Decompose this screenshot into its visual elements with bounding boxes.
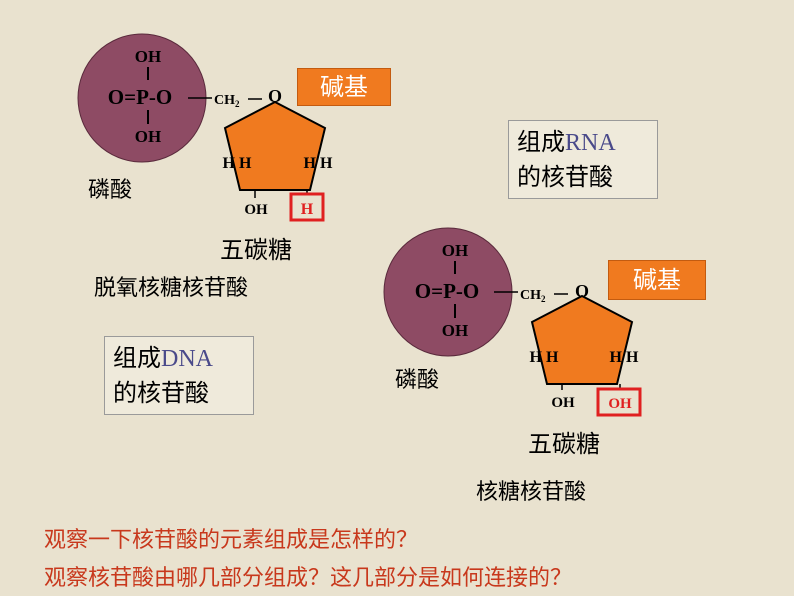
- left-base-box: 碱基: [297, 68, 391, 106]
- right-nucleotide: OH O=P-O OH CH2 O H H H H OH OH: [383, 227, 642, 417]
- left-dna-box-line2: 的核苷酸: [113, 379, 209, 407]
- left-sugar-ch2: CH2: [214, 93, 240, 109]
- left-sugar-label: 五碳糖: [220, 236, 292, 264]
- left-sugar-ring: [223, 100, 327, 191]
- question-2: 观察核苷酸由哪几部分组成？这几部分是如何连接的？: [44, 566, 573, 591]
- left-ring-oxygen: O: [268, 86, 282, 106]
- left-nucleotide-name: 脱氧核糖核苷酸: [94, 276, 249, 301]
- right-rna-box: 组成RNA 的核苷酸: [508, 120, 658, 199]
- right-nucleotide-name: 核糖核苷酸: [476, 480, 587, 505]
- right-highlight-text: OH: [608, 396, 632, 412]
- right-phosphate-oh-bottom: OH: [442, 321, 468, 340]
- right-highlight-box: [596, 387, 642, 417]
- left-phosphate-main: O=P-O: [108, 85, 172, 109]
- question-1: 观察一下核苷酸的元素组成是怎样的？: [44, 528, 419, 553]
- right-phosphate-main: O=P-O: [415, 279, 479, 303]
- right-base-box: 碱基: [608, 260, 706, 300]
- right-h-right: H H: [610, 349, 639, 366]
- right-sugar-ring: [530, 294, 634, 385]
- left-dna-box: 组成DNA 的核苷酸: [104, 336, 254, 415]
- right-rna-box-line2: 的核苷酸: [517, 163, 613, 191]
- left-dna-box-line1: 组成DNA: [113, 344, 213, 372]
- left-highlight-box: [289, 192, 325, 222]
- right-phosphate-label: 磷酸: [395, 368, 440, 393]
- left-h-right: H H: [304, 155, 333, 172]
- right-sugar-label: 五碳糖: [528, 430, 600, 458]
- left-phosphate-label: 磷酸: [88, 178, 133, 203]
- left-phosphate-oh-top: OH: [135, 47, 161, 66]
- right-rna-box-line1: 组成RNA: [517, 128, 616, 156]
- right-phosphate-oh-top: OH: [442, 241, 468, 260]
- right-h-left: H H: [530, 349, 559, 366]
- right-sugar-oh: OH: [551, 395, 575, 411]
- right-ring-oxygen: O: [575, 281, 589, 301]
- left-dna-box-en: DNA: [161, 346, 213, 372]
- right-sugar-ch2: CH2: [520, 288, 546, 304]
- left-h-left: H H: [223, 155, 252, 172]
- left-highlight-text: H: [301, 201, 314, 218]
- left-phosphate-oh-bottom: OH: [135, 127, 161, 146]
- right-rna-box-en: RNA: [565, 130, 616, 156]
- left-nucleotide: OH O=P-O OH CH2 O H H H H OH H: [77, 33, 333, 222]
- left-sugar-oh: OH: [244, 202, 268, 218]
